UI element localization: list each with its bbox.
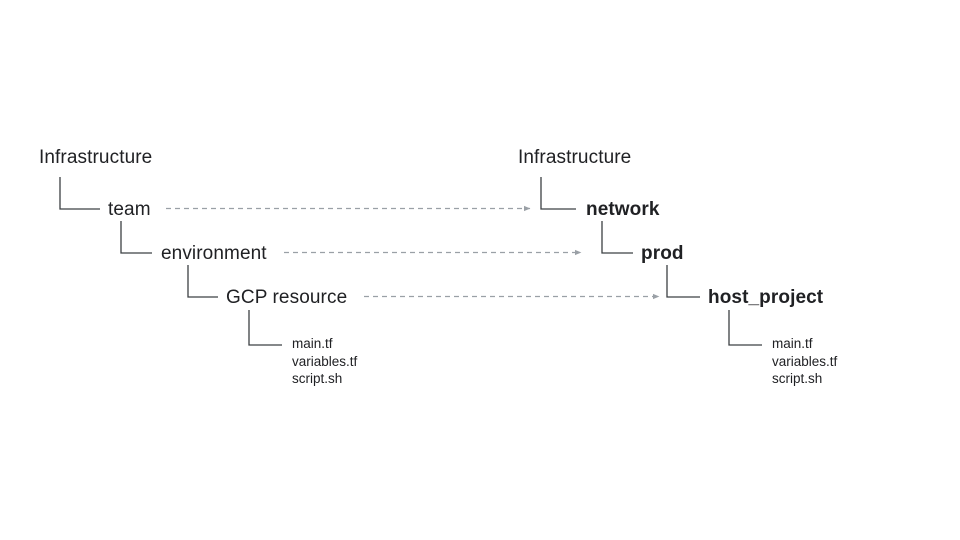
left-elbow-team-to-environment xyxy=(120,221,152,254)
left-elbow-environment-to-gcp-resource xyxy=(187,265,218,298)
left-tree-file-list: main.tf variables.tf script.sh xyxy=(292,335,357,388)
right-file-variables-tf: variables.tf xyxy=(772,353,838,369)
right-elbow-host-project-to-files xyxy=(728,310,762,346)
right-tree-node-prod: prod xyxy=(641,243,684,264)
left-tree-root-label: Infrastructure xyxy=(39,147,153,168)
right-tree-node-network: network xyxy=(586,199,660,220)
right-tree-file-list: main.tf variables.tf script.sh xyxy=(772,335,837,388)
left-file-script-sh: script.sh xyxy=(292,371,343,386)
left-tree-node-team: team xyxy=(108,199,151,220)
left-tree-node-environment: environment xyxy=(161,243,267,264)
left-tree-node-gcp-resource: GCP resource xyxy=(226,287,348,308)
right-elbow-prod-to-host-project xyxy=(666,265,700,298)
right-file-main-tf: main.tf xyxy=(772,336,813,351)
left-elbow-root-to-team xyxy=(59,177,100,210)
left-file-variables-tf: variables.tf xyxy=(292,353,358,369)
right-elbow-root-to-network xyxy=(540,177,576,210)
right-file-script-sh: script.sh xyxy=(772,371,823,386)
right-tree-root-label: Infrastructure xyxy=(518,147,632,168)
right-elbow-network-to-prod xyxy=(601,221,633,254)
left-file-main-tf: main.tf xyxy=(292,336,333,351)
right-tree-node-host-project: host_project xyxy=(708,287,824,308)
left-elbow-gcp-resource-to-files xyxy=(248,310,282,346)
